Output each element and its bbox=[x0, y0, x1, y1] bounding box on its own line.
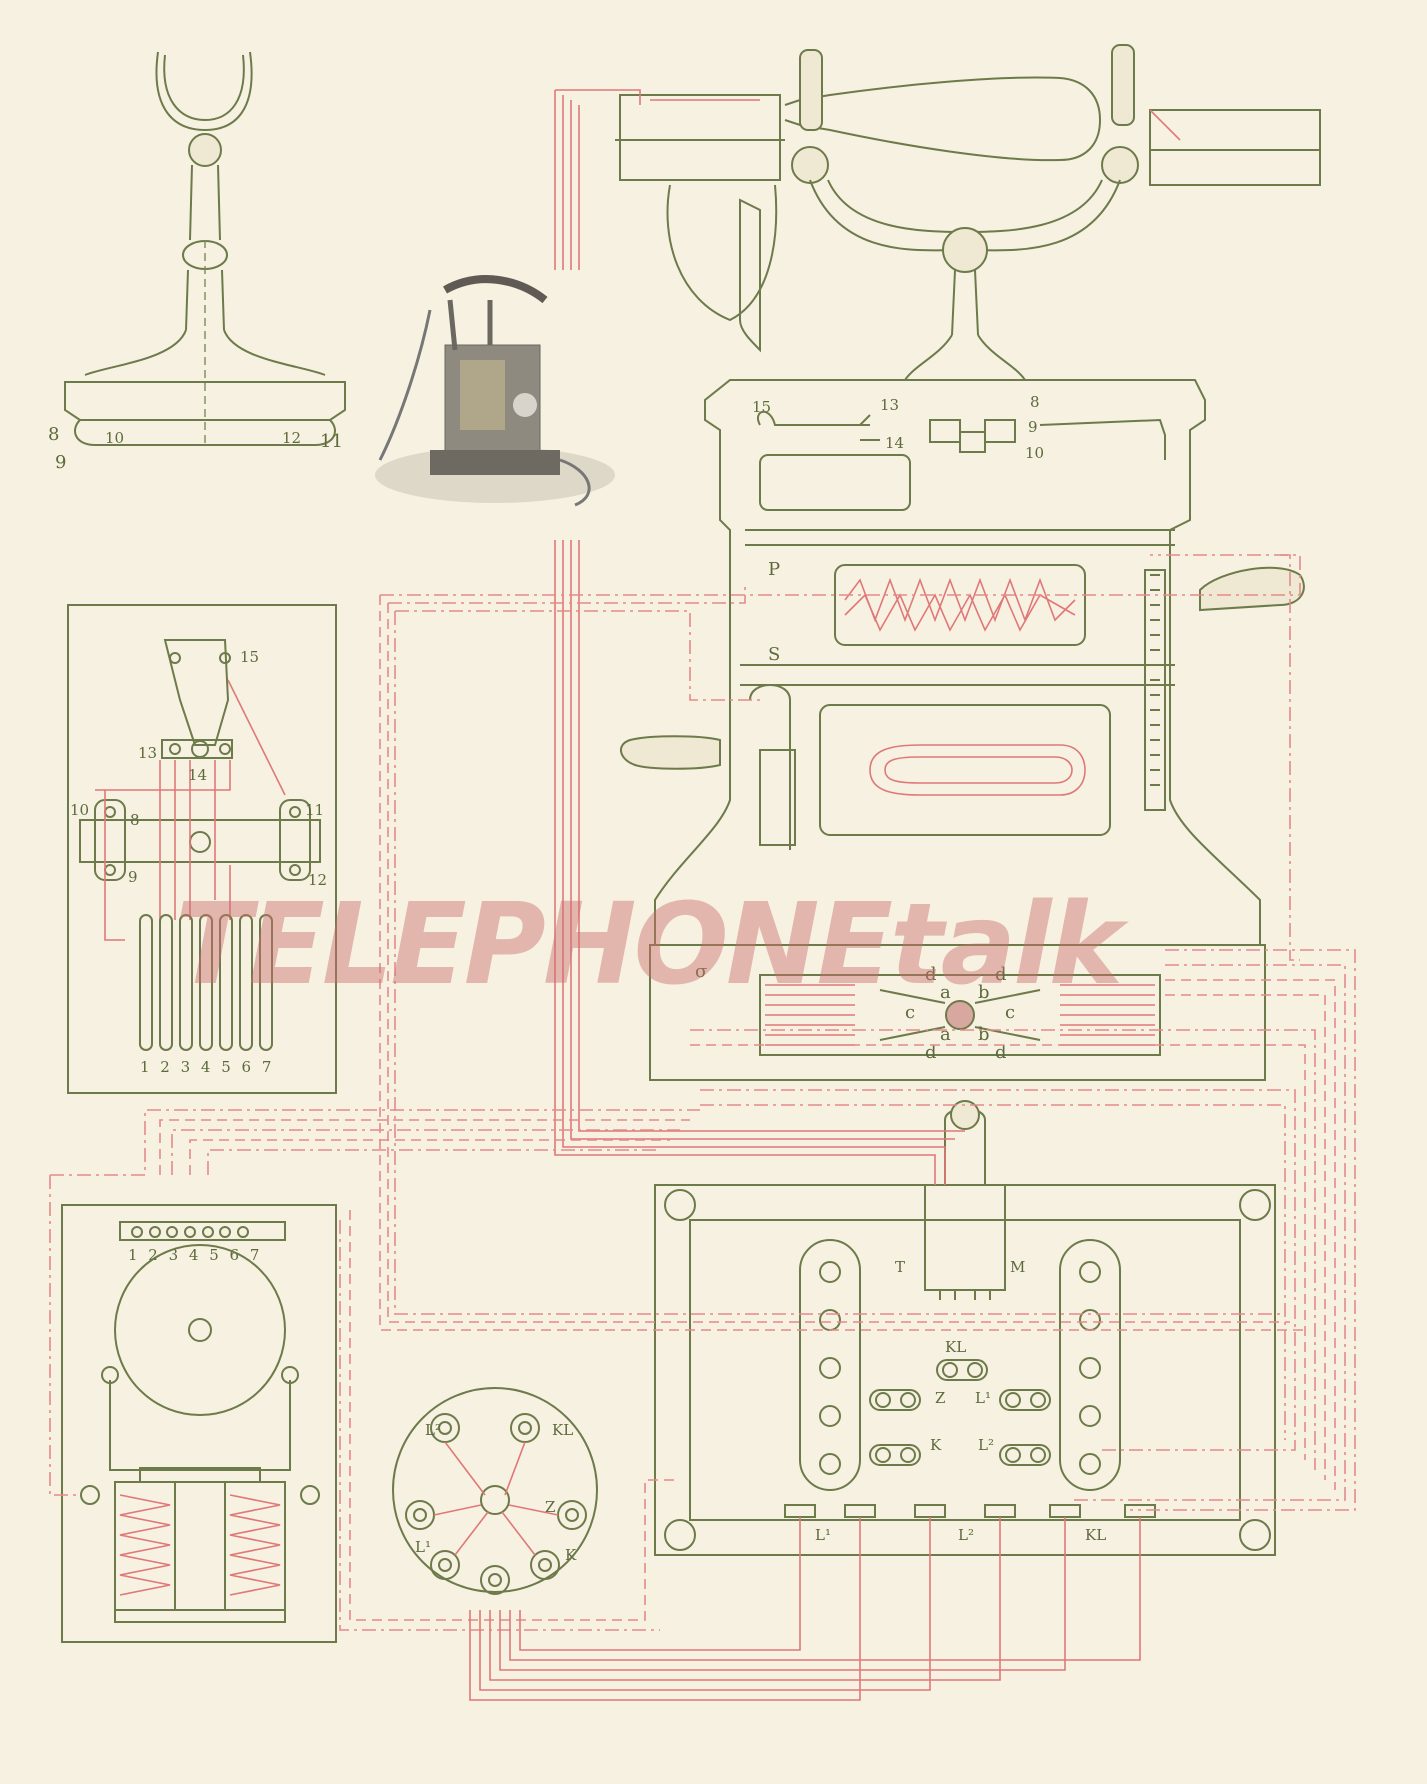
stand-label-11: 11 bbox=[320, 431, 343, 452]
commutator-label-a2: a bbox=[940, 1024, 951, 1045]
commutator-labels: σ d a c a d d b c b d bbox=[695, 961, 1015, 1063]
rosette-label-L2: L² bbox=[425, 1421, 441, 1439]
rosette-label-Z: Z bbox=[545, 1498, 555, 1516]
hook-strip-label: 1 2 3 4 5 6 7 bbox=[140, 1058, 274, 1076]
bell-strip-label: 1 2 3 4 5 6 7 bbox=[128, 1246, 262, 1264]
stand-label-12: 12 bbox=[282, 429, 301, 447]
switch-label-8: 8 bbox=[1030, 393, 1040, 411]
commutator-label-d3: d bbox=[995, 964, 1007, 985]
hook-label-9: 9 bbox=[128, 868, 138, 886]
right-column-screws bbox=[1079, 1261, 1101, 1475]
terminal-bottom-L1: L¹ bbox=[815, 1526, 831, 1544]
pair-terminals bbox=[869, 1359, 1051, 1466]
hook-label-11: 11 bbox=[305, 801, 324, 819]
top-switch-labels: 15 13 14 8 9 10 bbox=[752, 393, 1044, 462]
commutator-label-d2: d bbox=[925, 1042, 937, 1063]
hook-label-12: 12 bbox=[308, 871, 327, 889]
terminal-label-L2: L² bbox=[978, 1436, 994, 1454]
stand-label-10: 10 bbox=[105, 429, 124, 447]
commutator-label-c2: c bbox=[1005, 1002, 1015, 1023]
hook-label-10: 10 bbox=[70, 801, 89, 819]
terminal-board: T M KL Z L¹ K L² L¹ L² KL bbox=[654, 1100, 1276, 1556]
switch-label-14: 14 bbox=[885, 434, 904, 452]
hook-label-8: 8 bbox=[130, 811, 140, 829]
commutator-label-c1: c bbox=[905, 1002, 915, 1023]
rosette-posts bbox=[405, 1413, 587, 1595]
commutator-label-d1: d bbox=[925, 964, 937, 985]
hook-label-15: 15 bbox=[240, 648, 259, 666]
bell-strip-terminals bbox=[131, 1226, 249, 1238]
hook-label-14: 14 bbox=[188, 766, 207, 784]
rosette: L² KL L¹ Z K bbox=[392, 1387, 598, 1595]
magneto-box: 15 13 14 8 9 10 P S bbox=[620, 379, 1305, 1081]
commutator-label-d4: d bbox=[995, 1042, 1007, 1063]
left-column-screws bbox=[819, 1261, 841, 1475]
terminal-bottom-KL: KL bbox=[1085, 1526, 1106, 1544]
telephone-photo bbox=[375, 275, 615, 507]
commutator: σ d a c a d d b c b d bbox=[695, 961, 1161, 1063]
switch-label-10: 10 bbox=[1025, 444, 1044, 462]
commutator-label-b2: b bbox=[978, 1024, 990, 1045]
hook-slots bbox=[139, 914, 273, 1051]
terminal-label-L1: L¹ bbox=[975, 1389, 991, 1407]
terminal-bottom-L2: L² bbox=[958, 1526, 974, 1544]
commutator-label-a1: a bbox=[940, 982, 951, 1003]
commutator-label-b1: b bbox=[978, 982, 990, 1003]
stand-label-9: 9 bbox=[55, 452, 66, 473]
stand-label-8: 8 bbox=[48, 424, 59, 445]
switch-label-13: 13 bbox=[880, 396, 899, 414]
bell-panel: 1 2 3 4 5 6 7 bbox=[61, 1204, 337, 1643]
desk-stand: 8 9 10 12 11 bbox=[48, 51, 346, 473]
magneto-label-P: P bbox=[768, 559, 780, 580]
rosette-label-K: K bbox=[565, 1546, 577, 1564]
watermark-text: TELEPHONEtalk bbox=[175, 880, 1123, 1010]
handset-cradle bbox=[615, 44, 1321, 381]
hook-label-13: 13 bbox=[138, 744, 157, 762]
terminal-label-T: T bbox=[895, 1258, 905, 1276]
hook-switch-panel: 15 13 14 10 8 11 9 12 1 2 3 4 5 6 7 bbox=[67, 604, 337, 1094]
terminal-label-KL: KL bbox=[945, 1338, 966, 1356]
terminal-label-M: M bbox=[1010, 1258, 1025, 1276]
terminal-labels: T M KL Z L¹ K L² L¹ L² KL bbox=[815, 1258, 1106, 1544]
switch-label-9: 9 bbox=[1028, 418, 1038, 436]
hook-panel-labels: 15 13 14 10 8 11 9 12 1 2 3 4 5 6 7 bbox=[70, 648, 327, 1076]
stand-labels: 8 9 10 12 11 bbox=[48, 424, 343, 473]
wiring-lines bbox=[49, 89, 1356, 1701]
terminal-label-Z: Z bbox=[935, 1389, 945, 1407]
terminal-label-K: K bbox=[930, 1436, 942, 1454]
rosette-label-KL: KL bbox=[552, 1421, 573, 1439]
commutator-label-sigma: σ bbox=[695, 961, 707, 982]
magneto-label-S: S bbox=[768, 644, 780, 665]
rosette-labels: L² KL L¹ Z K bbox=[415, 1421, 577, 1564]
bottom-terminals bbox=[784, 1504, 1156, 1518]
rosette-label-L1: L¹ bbox=[415, 1538, 431, 1556]
